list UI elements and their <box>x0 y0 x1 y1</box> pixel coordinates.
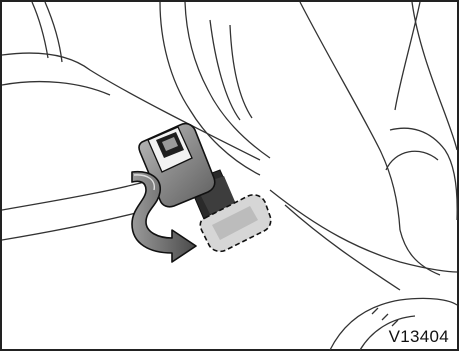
figure-reference-code: V13404 <box>389 328 449 345</box>
